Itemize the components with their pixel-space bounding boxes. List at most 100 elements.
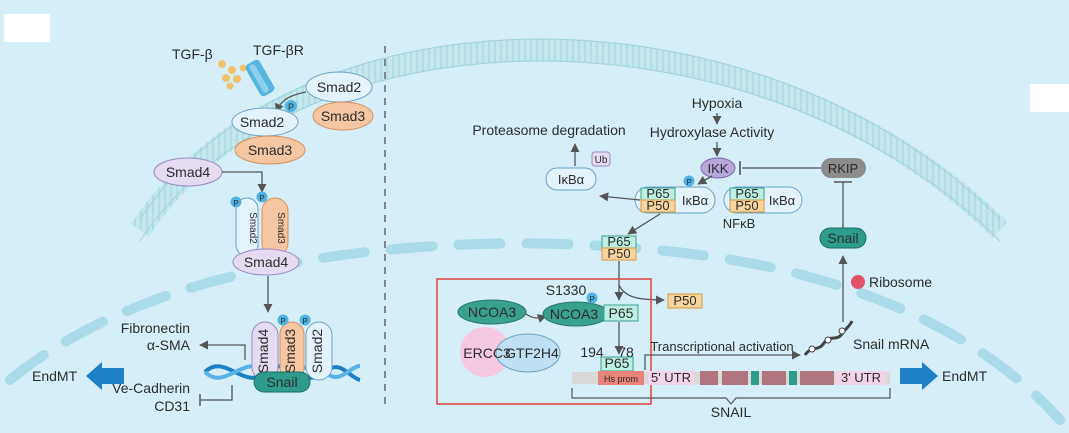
highlight-box: [436, 278, 652, 405]
snail-mrna-label: Snail mRNA: [853, 336, 930, 352]
inhibit-line: [200, 385, 233, 401]
p50-free-label: P50: [607, 246, 630, 261]
phospho-icon: [256, 191, 268, 203]
membrane-edge-top: [139, 38, 1001, 220]
nuclear-smad4-label: Smad4: [255, 329, 271, 374]
snail-protein: [819, 227, 867, 249]
smad4-free-label: Smad4: [166, 164, 211, 180]
arrow-upregulate: [199, 340, 246, 360]
arrow-transcription: [644, 350, 801, 370]
ribosome-label: Ribosome: [869, 274, 932, 290]
nuclear-envelope: [5, 238, 1065, 425]
phospho-icon: [586, 292, 598, 304]
phospho-label: P: [302, 317, 307, 326]
corner-patch-right: [1030, 84, 1069, 112]
arrow-p50-split: [618, 284, 665, 305]
ikba-label: IκBα: [769, 193, 796, 208]
endmt-arrow-left: [86, 362, 124, 390]
nuclear-smad2-label: Smad2: [309, 329, 325, 374]
gtf2h4-node: [495, 333, 561, 373]
ncoa3-phospho-label: NCOA3: [550, 306, 598, 322]
ercc3-node: [460, 327, 510, 377]
snail-protein-label: Snail: [827, 230, 858, 246]
smad2-phospho-label: Smad2: [240, 114, 285, 130]
nfkb-label: NFκB: [723, 216, 756, 231]
tgfbr-receptor: [245, 59, 275, 97]
utr5-label: 5' UTR: [651, 370, 691, 385]
arrow-release-nfkb: [627, 213, 661, 235]
hs-prom-label: Hs prom: [604, 374, 638, 384]
mrna-beads: [808, 327, 846, 353]
phospho-icon: [683, 175, 695, 187]
smad2-membrane-label: Smad2: [317, 79, 362, 95]
ubiquitin-tag: [591, 151, 611, 167]
phospho-label: P: [589, 295, 594, 304]
gtf2h4-label: GTF2H4: [505, 345, 559, 361]
phospho-label: P: [288, 102, 294, 112]
snail-nuclear-label: Snail: [266, 374, 297, 390]
arrow-ikk-phospho: [697, 175, 713, 185]
smad3-phospho: [234, 135, 306, 165]
phospho-icon: [277, 314, 289, 326]
p65-label: P65: [735, 186, 758, 201]
ikba-free: [545, 167, 597, 191]
p65-bound: [603, 304, 639, 322]
p50-nuclear: [667, 293, 703, 309]
asma-label: α-SMA: [147, 337, 191, 353]
smad3-membrane: [312, 101, 374, 131]
complex-smad4-label: Smad4: [244, 254, 289, 270]
s1330-label: S1330: [546, 282, 587, 298]
hs-promoter: [598, 371, 644, 385]
phospho-icon: [299, 314, 311, 326]
cell-membrane: [130, 39, 1008, 238]
tgfb-label: TGF-β: [172, 46, 213, 62]
smad3-phospho-label: Smad3: [248, 142, 293, 158]
rkip-node: [821, 158, 866, 178]
snail-gene-label: SNAIL: [711, 404, 752, 420]
p50-nuclear-label: P50: [673, 293, 696, 308]
ikk-label: IKK: [708, 161, 729, 176]
proteasome-label: Proteasome degradation: [472, 122, 625, 138]
ikba-free-label: IκBα: [558, 172, 585, 187]
p65-label: P65: [646, 186, 669, 201]
complex-smad2-label: Smad2: [247, 212, 258, 244]
p50-box: [640, 199, 676, 213]
utr3-region: [836, 371, 886, 385]
hypoxia-label: Hypoxia: [692, 95, 743, 111]
endmt-left-label: EndMT: [32, 368, 78, 384]
complex-smad3-label: Smad3: [275, 212, 286, 244]
complex-smad4: [232, 248, 300, 276]
p50-box: [729, 199, 765, 213]
fibronectin-label: Fibronectin: [121, 320, 190, 336]
ribosome-icon: [851, 275, 865, 289]
phospho-label: P: [686, 178, 691, 187]
position-194-label: 194: [580, 344, 604, 360]
tgfbr-label: TGF-βR: [253, 42, 304, 58]
nuclear-smad3-label: Smad3: [282, 329, 298, 374]
p50-label: P50: [646, 198, 669, 213]
phospho-icon: [285, 100, 297, 112]
ncoa3-label: NCOA3: [468, 304, 516, 320]
phospho-label: P: [233, 199, 238, 208]
hydroxylase-label: Hydroxylase Activity: [650, 124, 774, 140]
phospho-label: P: [280, 317, 285, 326]
ikba-label: IκBα: [682, 193, 709, 208]
utr5-region: [648, 371, 694, 385]
endmt-right-label: EndMT: [942, 368, 988, 384]
p65-free-label: P65: [607, 234, 630, 249]
p50-label: P50: [735, 198, 758, 213]
ncoa3-node: [457, 299, 527, 325]
ub-label: Ub: [595, 155, 608, 166]
ikk-node: [700, 157, 736, 179]
smad3-membrane-label: Smad3: [321, 108, 366, 124]
arrow-smad4-join: [222, 171, 267, 193]
arrow-release-ikba: [599, 192, 641, 202]
nuclear-smad2: [305, 321, 333, 381]
tgfb-ligand-dots: [218, 60, 247, 90]
p65-bound-label: P65: [609, 305, 634, 321]
phospho-icon: [230, 196, 242, 208]
p50-free: [601, 247, 637, 261]
transcriptional-activation-label: Transcriptional activation: [650, 339, 793, 354]
